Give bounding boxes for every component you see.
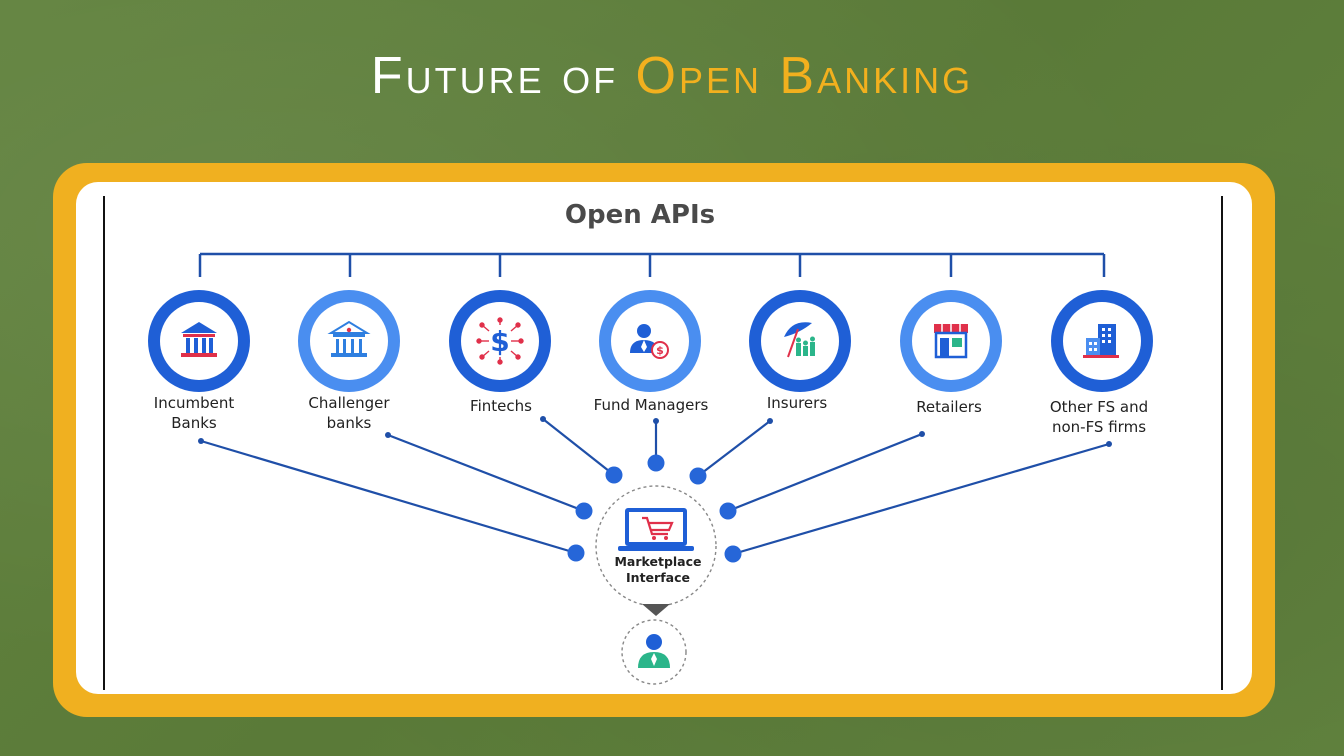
page-title: Future of Open Banking xyxy=(0,46,1344,106)
node-circle-challenger-banks xyxy=(298,290,400,392)
connectors xyxy=(200,418,1110,556)
node-label-retailers: Retailers xyxy=(916,398,982,416)
connector-end-dots xyxy=(567,454,742,563)
marketplace-label: Marketplace Interface xyxy=(614,554,702,585)
hub-pointer xyxy=(642,604,670,616)
dollar-network-icon: $ xyxy=(476,317,524,365)
user-icon xyxy=(638,634,670,668)
laptop-cart-icon xyxy=(618,508,694,551)
bank-icon xyxy=(181,322,217,357)
title-part-1: Future of xyxy=(370,47,636,105)
node-label-fintechs: Fintechs xyxy=(470,397,532,415)
manager-money-icon: $ xyxy=(630,324,669,359)
api-bracket xyxy=(198,252,1106,277)
storefront-icon xyxy=(934,324,968,359)
umbrella-family-icon xyxy=(784,322,815,358)
node-circle-retailers xyxy=(900,290,1002,392)
node-label-other-firms: Other FS and non-FS firms xyxy=(1049,398,1149,436)
svg-text:$: $ xyxy=(656,344,664,357)
connector-start-dots xyxy=(198,416,1112,447)
open-apis-heading: Open APIs xyxy=(564,200,716,230)
office-buildings-icon xyxy=(1083,324,1119,358)
node-label-insurers: Insurers xyxy=(766,394,828,412)
node-label-challenger-banks: Challenger banks xyxy=(308,394,390,432)
node-circle-fintechs xyxy=(449,290,551,392)
node-label-incumbent-banks: Incumbent Banks xyxy=(153,394,235,432)
node-label-fund-managers: Fund Managers xyxy=(593,396,709,414)
node-circle-incumbent-banks xyxy=(148,290,250,392)
svg-text:$: $ xyxy=(490,325,509,358)
title-part-2: Open Banking xyxy=(635,47,974,105)
bank-building-icon xyxy=(327,320,371,357)
